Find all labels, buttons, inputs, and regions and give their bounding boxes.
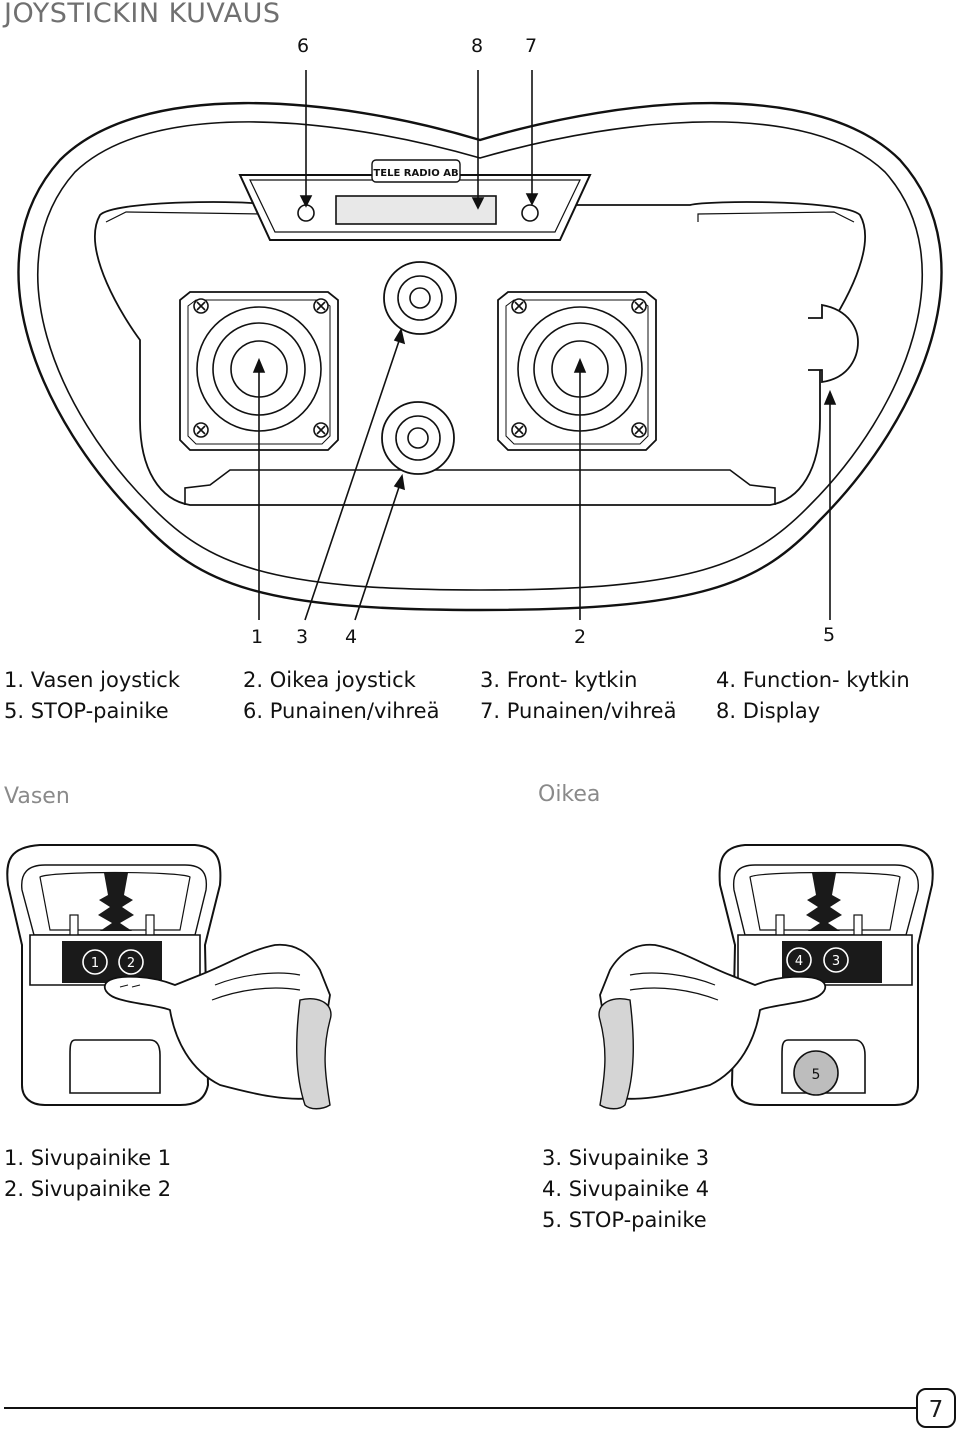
- legend-item: 2. Sivupainike 2: [4, 1177, 172, 1201]
- callout-1: 1: [251, 626, 264, 648]
- side-legend-right: 3. Sivupainike 3 4. Sivupainike 4 5. STO…: [542, 1143, 709, 1236]
- side-button-1: 1: [91, 956, 99, 971]
- legend-item: 4. Sivupainike 4: [542, 1177, 710, 1201]
- legend-column-3: 3. Front- kytkin 7. Punainen/vihreä: [480, 665, 676, 727]
- stop-button: 5: [812, 1067, 821, 1083]
- legend-column-1: 1. Vasen joystick 5. STOP-painike: [4, 665, 180, 727]
- side-button-3: 3: [832, 954, 840, 969]
- legend-item: 5. STOP-painike: [542, 1208, 707, 1232]
- transmitter-top-view: TELE RADIO AB: [17, 70, 943, 621]
- legend-item: 8. Display: [716, 699, 821, 723]
- callout-4: 4: [345, 626, 358, 648]
- legend-item: 6. Punainen/vihreä: [243, 699, 440, 723]
- callout-8: 8: [471, 35, 484, 57]
- page-title: JOYSTICKIN KUVAUS: [4, 0, 281, 29]
- footer-rule: [4, 1407, 916, 1409]
- legend-item: 7. Punainen/vihreä: [480, 699, 677, 723]
- callout-2: 2: [574, 626, 587, 648]
- callout-7: 7: [525, 35, 538, 57]
- right-view-label: Oikea: [538, 782, 601, 807]
- brand-logo: TELE RADIO AB: [373, 168, 458, 179]
- legend-column-2: 2. Oikea joystick 6. Punainen/vihreä: [243, 665, 439, 727]
- left-side-view: 1 2: [6, 844, 332, 1110]
- legend-item: 1. Sivupainike 1: [4, 1146, 172, 1170]
- legend-item: 2. Oikea joystick: [243, 668, 416, 692]
- callout-6: 6: [297, 35, 310, 57]
- side-button-2: 2: [127, 956, 135, 971]
- legend-item: 4. Function- kytkin: [716, 668, 910, 692]
- left-view-label: Vasen: [4, 784, 70, 809]
- legend-column-4: 4. Function- kytkin 8. Display: [716, 665, 910, 727]
- callout-5: 5: [823, 624, 836, 646]
- side-button-4: 4: [795, 954, 803, 969]
- legend-item: 3. Front- kytkin: [480, 668, 638, 692]
- callout-3: 3: [296, 626, 309, 648]
- right-side-view: 4 3 5: [598, 844, 934, 1110]
- side-legend-left: 1. Sivupainike 1 2. Sivupainike 2: [4, 1143, 171, 1205]
- page-number: 7: [916, 1388, 956, 1428]
- legend-item: 1. Vasen joystick: [4, 668, 180, 692]
- legend-item: 3. Sivupainike 3: [542, 1146, 710, 1170]
- legend-item: 5. STOP-painike: [4, 699, 169, 723]
